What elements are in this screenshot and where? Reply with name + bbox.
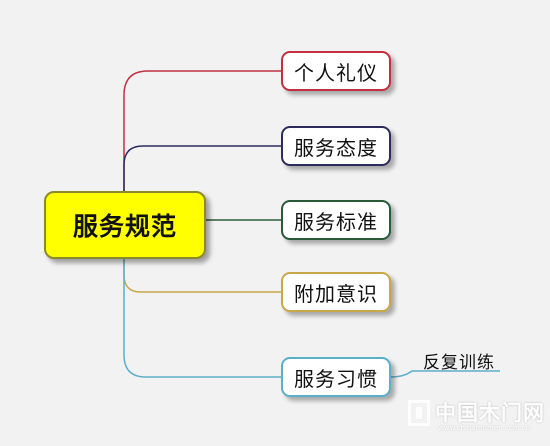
- sub-branch-repeated-training[interactable]: 反复训练: [423, 353, 495, 373]
- branch-label: 附加意识: [294, 281, 378, 306]
- connector-repeated-training: [390, 370, 500, 378]
- branch-node-personal-etiquette[interactable]: 个人礼仪: [281, 51, 391, 91]
- branch-label: 服务习惯: [294, 366, 378, 391]
- door-logo-icon: [408, 400, 430, 426]
- branch-node-additional-awareness[interactable]: 附加意识: [281, 272, 391, 312]
- connector-personal-etiquette: [123, 70, 281, 191]
- branch-label: 个人礼仪: [294, 60, 378, 85]
- watermark-url: www.chinamumen.com.cn: [438, 424, 531, 432]
- branch-label: 服务标准: [294, 209, 378, 234]
- connector-service-attitude: [123, 145, 281, 191]
- watermark: 中国木门网 www.chinamumen.com.cn: [408, 400, 545, 432]
- branch-node-service-habit[interactable]: 服务习惯: [281, 357, 391, 397]
- watermark-text: 中国木门网: [435, 400, 545, 425]
- connector-service-habit: [123, 259, 281, 378]
- root-node-service-norms[interactable]: 服务规范: [44, 191, 206, 259]
- branch-node-service-standard[interactable]: 服务标准: [281, 200, 391, 240]
- connector-additional-awareness: [123, 259, 281, 293]
- branch-node-service-attitude[interactable]: 服务态度: [281, 126, 391, 166]
- branch-label: 服务态度: [294, 135, 378, 160]
- root-node-label: 服务规范: [72, 212, 177, 241]
